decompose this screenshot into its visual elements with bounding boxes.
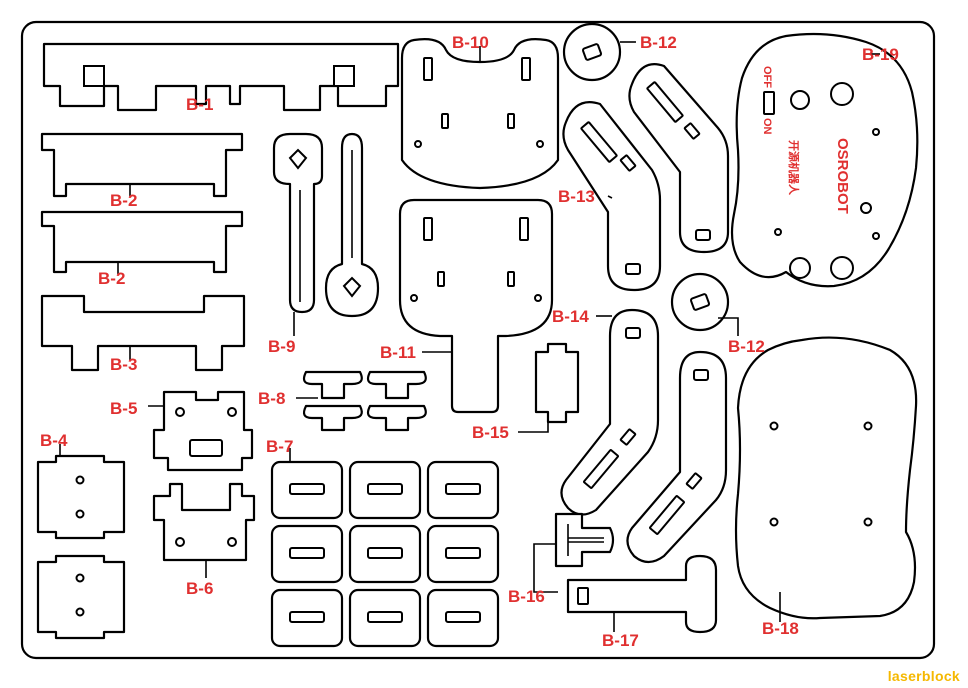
leaders <box>59 41 880 632</box>
part-b11 <box>398 198 554 414</box>
switch-off-text: OFF <box>761 66 773 88</box>
part-b18 <box>734 336 918 620</box>
part-b9 <box>272 132 324 314</box>
switch-on-text: ON <box>761 118 773 135</box>
part-b2 <box>40 132 244 198</box>
label-b15: B-15 <box>472 423 509 442</box>
part-b13 <box>562 101 662 292</box>
part-b16 <box>554 512 615 568</box>
label-b14: B-14 <box>552 307 589 326</box>
label-b3: B-3 <box>110 355 137 374</box>
label-b9: B-9 <box>268 337 295 356</box>
part-b8 <box>366 404 427 432</box>
part-b1-slot <box>333 65 355 87</box>
part-b4 <box>36 554 126 640</box>
part-b8 <box>302 370 363 400</box>
label-b6: B-6 <box>186 579 213 598</box>
part-b3 <box>40 294 246 372</box>
label-b13: B-13 <box>558 187 595 206</box>
engraved-name: OSROBOT <box>834 138 851 214</box>
part-b10 <box>400 38 560 190</box>
engraved-chinese: 开源机器人 <box>787 140 801 196</box>
label-b12: B-12 <box>728 337 765 356</box>
part-b8 <box>302 404 363 432</box>
label-b7: B-7 <box>266 437 293 456</box>
label-b10: B-10 <box>452 33 489 52</box>
part-b7-grid <box>270 460 500 648</box>
part-b2 <box>40 210 244 274</box>
label-b17: B-17 <box>602 631 639 650</box>
part-b13 <box>628 63 730 254</box>
heart-cutout <box>342 276 362 298</box>
label-b2: B-2 <box>110 191 137 210</box>
part-b1 <box>42 42 400 112</box>
label-b8: B-8 <box>258 389 285 408</box>
part-b8 <box>366 370 427 400</box>
brand-watermark: laserblock <box>887 668 960 684</box>
part-b4 <box>36 454 126 540</box>
label-b18: B-18 <box>762 619 799 638</box>
part-b14 <box>626 350 728 564</box>
part-labels: B-1 B-2 B-2 B-3 B-4 B-5 B-6 B-7 B-8 B-9 … <box>40 33 899 650</box>
label-b16: B-16 <box>508 587 545 606</box>
part-b17 <box>566 554 718 634</box>
part-b5 <box>152 390 254 472</box>
label-b5: B-5 <box>110 399 137 418</box>
label-b1: B-1 <box>186 95 213 114</box>
label-b11: B-11 <box>380 343 416 362</box>
label-b4: B-4 <box>40 431 68 450</box>
label-b12: B-12 <box>640 33 677 52</box>
heart-cutout <box>288 148 308 170</box>
label-b19: B-19 <box>862 45 899 64</box>
label-b2: B-2 <box>98 269 125 288</box>
part-b1-slot <box>83 65 105 87</box>
part-b15 <box>534 342 580 424</box>
part-b19 <box>730 32 919 288</box>
